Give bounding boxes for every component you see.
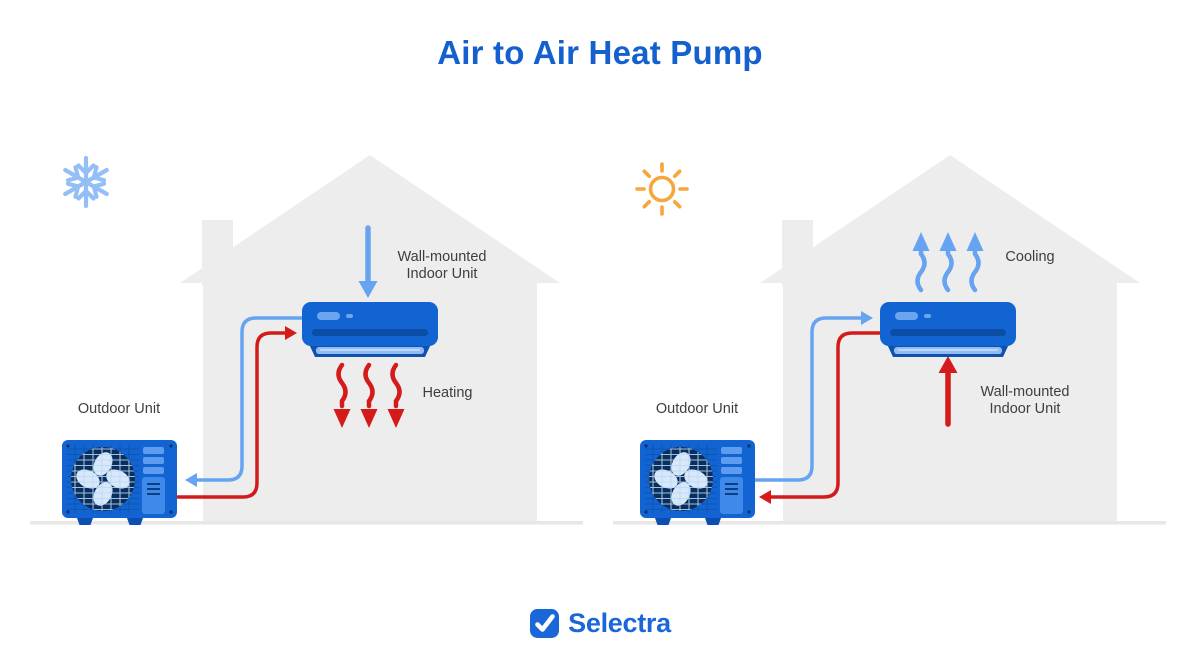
air-intake-arrow [358, 225, 378, 298]
outdoor-unit-label: Outdoor Unit [655, 401, 739, 417]
cold-refrigerant-pipe [185, 316, 304, 487]
brand-check-icon [530, 609, 560, 638]
indoor-unit-label: Wall-mounted Indoor Unit [397, 249, 487, 282]
outdoor-unit [62, 440, 177, 525]
brand-logo: Selectra [0, 608, 1200, 639]
cooling-scene [635, 155, 1140, 525]
ground-line [30, 521, 583, 525]
ground-line [613, 521, 1166, 525]
heating-label: Heating [422, 385, 473, 401]
heating-scene [61, 155, 560, 525]
outdoor-unit [640, 440, 755, 525]
snowflake-icon [61, 158, 110, 206]
hot-refrigerant-pipe [759, 331, 882, 504]
page-title: Air to Air Heat Pump [437, 34, 763, 71]
outdoor-unit-label: Outdoor Unit [77, 401, 161, 417]
cold-refrigerant-pipe [753, 311, 873, 482]
indoor-unit-label: Wall-mounted Indoor Unit [980, 384, 1070, 417]
sun-icon [635, 162, 689, 216]
cooling-label: Cooling [1005, 249, 1055, 265]
indoor-unit [880, 302, 1016, 357]
air-intake-arrow [938, 356, 958, 427]
brand-name: Selectra [568, 608, 671, 638]
hot-refrigerant-pipe [176, 326, 297, 499]
indoor-unit [302, 302, 438, 357]
